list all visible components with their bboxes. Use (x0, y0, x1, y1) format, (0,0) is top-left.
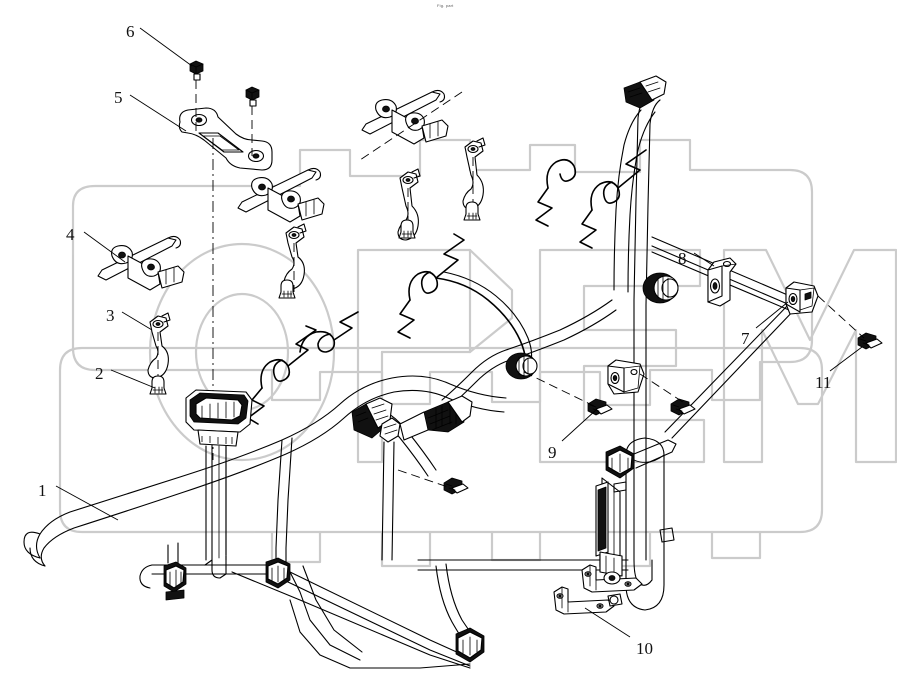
assembly-dash-lower (397, 469, 449, 488)
bottom-connector-center (265, 557, 291, 589)
callout-leader-lines (55, 27, 865, 638)
angle-bracket-middle (607, 359, 645, 395)
header-micro-text: Fig. part (437, 3, 454, 8)
right-side-mechanism (595, 477, 675, 607)
callout-1[interactable]: 1 (38, 481, 47, 500)
callout-5[interactable]: 5 (114, 88, 123, 107)
clip-mount-middle (237, 167, 325, 223)
part-6-hex-nut-lower (245, 86, 260, 156)
callout-4[interactable]: 4 (66, 225, 75, 244)
assembly-dash-upper (359, 91, 463, 161)
callout-7[interactable]: 7 (741, 329, 750, 348)
clip-mount-upper-right (361, 89, 449, 145)
round-plug-upper (642, 272, 679, 304)
bolt-lower-center (443, 477, 469, 495)
bottom-connector-left (163, 561, 187, 601)
callout-11[interactable]: 11 (815, 373, 832, 392)
part-7-angle-bracket (785, 281, 819, 315)
part-4-double-clip-mount (97, 235, 185, 291)
bullet-connector-middle (278, 279, 296, 299)
middle-connector-cluster (351, 397, 401, 561)
bullet-connector-right (463, 201, 481, 221)
bullet-connector-center (398, 219, 416, 239)
part-3-p-clamp-bracket (147, 312, 171, 386)
part-2-bullet-connector (149, 375, 167, 395)
part-11-bolt-right (857, 332, 883, 350)
bolt-center-right (670, 398, 696, 416)
callout-10[interactable]: 10 (636, 639, 653, 658)
assembly-dash-bracket (639, 373, 687, 405)
callout-6[interactable]: 6 (126, 22, 135, 41)
part-6-hex-nut-upper (189, 60, 204, 133)
round-plug-lower (505, 352, 538, 380)
part-9-bolt-left (587, 398, 613, 416)
part-10-l-bracket-a (581, 564, 643, 593)
callout-8[interactable]: 8 (678, 249, 687, 268)
part-8-tab-bracket (707, 257, 737, 307)
assembly-dash-plug (523, 371, 595, 407)
rail-inline-connector (605, 439, 677, 479)
assembly-dash-right (817, 295, 865, 339)
inline-cylindrical-connector (399, 395, 473, 441)
callout-2[interactable]: 2 (95, 364, 104, 383)
callout-3[interactable]: 3 (106, 306, 115, 325)
machine-frame (139, 94, 797, 669)
part-5-mounting-plate (178, 107, 273, 171)
main-rect-connector (185, 389, 253, 561)
callout-9[interactable]: 9 (548, 443, 557, 462)
p-clamp-bracket-right (462, 137, 486, 212)
bottom-connector-right (455, 627, 485, 663)
harness-wire-branches (247, 109, 656, 425)
upper-plug-connector (623, 75, 667, 109)
